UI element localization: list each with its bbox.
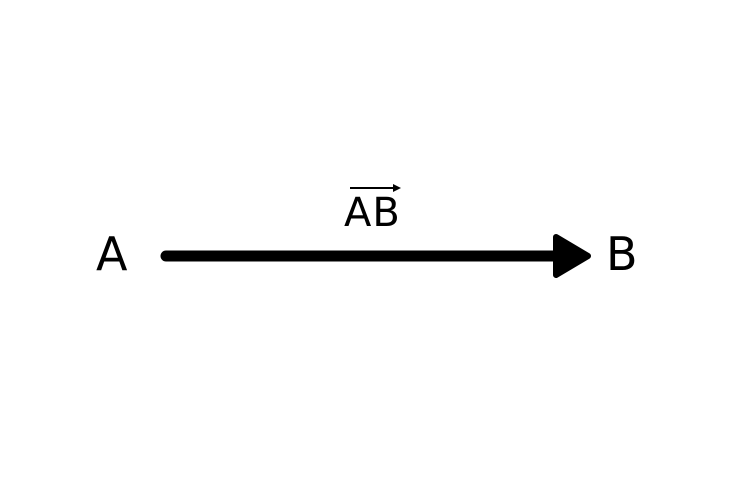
vector-name-label: AB xyxy=(344,190,401,236)
vector-notation-arrowhead xyxy=(393,184,401,192)
point-a-label: A xyxy=(96,227,128,281)
point-b-label: B xyxy=(606,227,638,281)
vector-arrowhead xyxy=(553,234,591,278)
